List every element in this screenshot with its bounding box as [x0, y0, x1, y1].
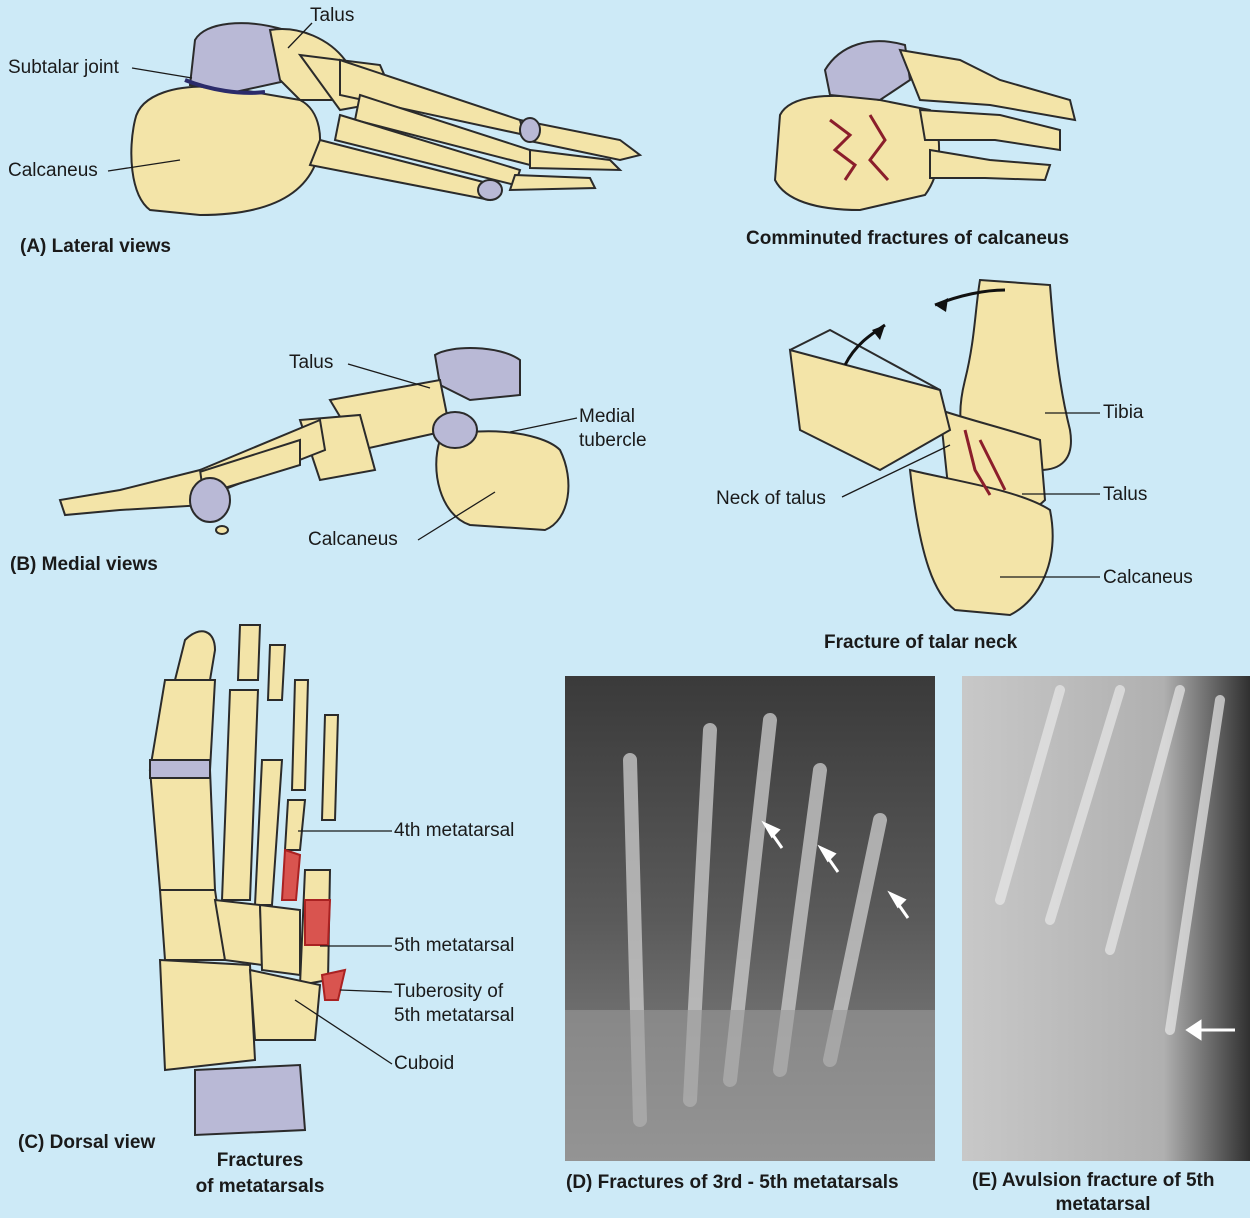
label-tuberosity-5th: 5th metatarsal [394, 1005, 514, 1027]
label-tibia: Tibia [1103, 402, 1143, 424]
caption-xray-e-line1: (E) Avulsion fracture of 5th [972, 1170, 1214, 1192]
label-calcaneus-medial: Calcaneus [308, 529, 398, 551]
caption-dorsal-view: (C) Dorsal view [18, 1132, 155, 1154]
caption-talar-neck: Fracture of talar neck [824, 632, 1017, 654]
dorsal-foot-illustration [150, 625, 345, 1135]
label-cuboid: Cuboid [394, 1053, 454, 1075]
caption-xray-e-line2: metatarsal [972, 1194, 1234, 1216]
xray-avulsion-fracture [962, 676, 1250, 1161]
caption-lateral-views: (A) Lateral views [20, 236, 171, 258]
label-tuberosity: Tuberosity of [394, 981, 503, 1003]
caption-xray-d: (D) Fractures of 3rd - 5th metatarsals [566, 1172, 899, 1194]
label-talus-medial: Talus [289, 352, 333, 374]
label-calcaneus-lateral: Calcaneus [8, 160, 98, 182]
xray-metatarsal-fractures [565, 676, 935, 1161]
caption-of-metatarsals: of metatarsals [150, 1176, 370, 1198]
label-subtalar-joint: Subtalar joint [8, 57, 119, 79]
caption-medial-views: (B) Medial views [10, 554, 158, 576]
label-talus-fracture: Talus [1103, 484, 1147, 506]
calcaneus-fracture-illustration [775, 41, 1075, 210]
talar-neck-fracture-illustration [790, 280, 1071, 615]
label-neck-of-talus: Neck of talus [716, 488, 826, 510]
label-medial: Medial [579, 406, 635, 428]
label-5th-metatarsal: 5th metatarsal [394, 935, 514, 957]
lateral-foot-illustration [131, 23, 640, 215]
label-calcaneus-fracture: Calcaneus [1103, 567, 1193, 589]
caption-comminuted-fractures: Comminuted fractures of calcaneus [746, 228, 1069, 250]
label-tubercle: tubercle [579, 430, 647, 452]
label-4th-metatarsal: 4th metatarsal [394, 820, 514, 842]
caption-fractures: Fractures [170, 1150, 350, 1172]
label-talus-lateral: Talus [310, 5, 354, 27]
medial-foot-illustration [60, 348, 568, 534]
